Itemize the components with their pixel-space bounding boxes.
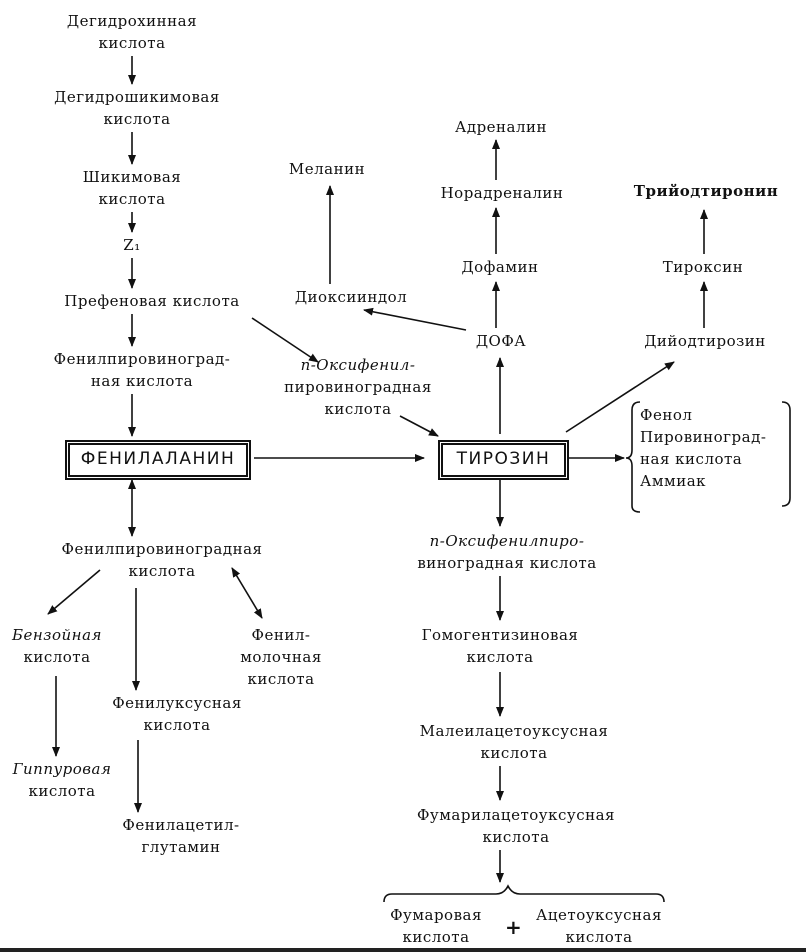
- node-phenylpyruvic-acid-top: Фенилпировиноград-ная кислота: [53, 350, 231, 390]
- brace-final-products: [383, 884, 665, 903]
- node-noradrenaline: Норадреналин: [440, 184, 564, 202]
- bottom-border: [0, 948, 806, 952]
- arrow-prephenic-p-hydroxyphenylpyruvic: [251, 317, 319, 363]
- node-prephenic-acid: Префеновая кислота: [64, 292, 240, 310]
- plus-sign: +: [505, 915, 522, 939]
- arrow-phenylpyruvic-benzoic: [47, 569, 101, 615]
- brace-products-left: [625, 401, 641, 513]
- node-dopa: ДОФА: [475, 332, 527, 350]
- node-z1: Z₁: [123, 236, 141, 254]
- node-triiodothyronine: Трийодтиронин: [633, 182, 779, 200]
- node-thyroxine: Тироксин: [662, 258, 744, 276]
- arrow-p-hydroxyphenylpyruvic-tyrosine: [399, 415, 439, 437]
- node-dopamine: Дофамин: [461, 258, 539, 276]
- arrow-tyrosine-diiodotyrosine: [565, 361, 675, 433]
- node-phenylacetylglutamine: Фенилацетил-глутамин: [122, 816, 240, 856]
- node-diiodotyrosine: Дийодтирозин: [644, 332, 766, 350]
- node-p-hydroxyphenylpyruvic-acid-bottom: п-Оксифенилпиро-виноградная кислота: [417, 532, 597, 572]
- node-melanin: Меланин: [288, 160, 366, 178]
- arrow-phenylpyruvic-phenyllactic: [231, 567, 263, 619]
- node-tyrosine: ТИРОЗИН: [441, 443, 566, 477]
- arrow-dopa-dihydroxyindole: [363, 307, 467, 331]
- brace-products-right: [781, 401, 791, 507]
- node-dihydroxyindole: Диоксииндол: [294, 288, 408, 306]
- node-adrenaline: Адреналин: [454, 118, 548, 136]
- node-phenylalanine: ФЕНИЛАЛАНИН: [68, 443, 248, 477]
